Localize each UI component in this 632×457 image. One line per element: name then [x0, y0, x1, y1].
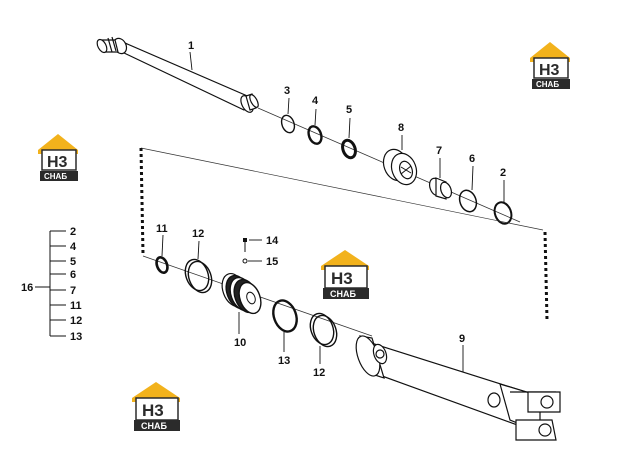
kit-item: 6 — [70, 269, 76, 281]
callout-15: 15 — [266, 256, 278, 268]
callout-4: 4 — [312, 95, 319, 107]
set-screw-14 — [243, 238, 247, 252]
guide-head — [382, 148, 418, 186]
piston-rod — [96, 36, 259, 113]
svg-text:H3: H3 — [47, 154, 68, 171]
callout-7: 7 — [436, 145, 442, 157]
svg-text:H3: H3 — [331, 269, 353, 288]
callout-12-lower: 12 — [313, 367, 325, 379]
assembly-connector — [139, 147, 549, 337]
kit-item: 4 — [70, 241, 77, 253]
callout-9: 9 — [459, 333, 465, 345]
seal-ring-6 — [458, 189, 478, 213]
svg-text:H3: H3 — [142, 401, 164, 420]
kit-item: 7 — [70, 285, 76, 297]
seal-ring-5 — [341, 138, 357, 160]
bushing-7 — [428, 177, 453, 200]
ball-15 — [242, 258, 248, 264]
svg-text:H3: H3 — [539, 62, 560, 79]
callout-5: 5 — [346, 104, 352, 116]
callout-2: 2 — [500, 167, 506, 179]
kit-label: 16 — [21, 282, 33, 294]
callout-8: 8 — [398, 122, 404, 134]
seal-ring-11 — [155, 255, 169, 275]
seal-ring-3 — [280, 114, 296, 134]
kit-item: 11 — [70, 300, 82, 312]
cylinder-tube — [355, 335, 561, 441]
watermark-logo: H3 CHAБ — [38, 134, 78, 181]
seal-ring-2 — [493, 201, 513, 225]
watermark-logo: H3 CHAБ — [530, 42, 570, 89]
callout-10: 10 — [234, 337, 246, 349]
seal-ring-4 — [307, 125, 323, 145]
callout-11: 11 — [156, 223, 168, 235]
svg-text:CHAБ: CHAБ — [330, 289, 356, 299]
callout-1: 1 — [188, 40, 194, 52]
callout-13: 13 — [278, 355, 290, 367]
callout-6: 6 — [469, 153, 475, 165]
svg-text:CHAБ: CHAБ — [536, 80, 559, 89]
wear-ring-12a — [184, 258, 213, 294]
watermark-logo: H3 CHAБ — [321, 250, 369, 299]
callout-12-upper: 12 — [192, 228, 204, 240]
callout-3: 3 — [284, 85, 290, 97]
watermark-logo: H3 CHAБ — [132, 382, 180, 431]
kit-item: 2 — [70, 226, 76, 238]
svg-text:CHAБ: CHAБ — [44, 172, 67, 181]
kit-16-bracket — [35, 230, 66, 337]
kit-item: 5 — [70, 256, 76, 268]
piston — [221, 272, 262, 315]
svg-text:CHAБ: CHAБ — [141, 421, 167, 431]
seal-ring-13 — [272, 299, 298, 333]
kit-item: 12 — [70, 315, 82, 327]
callout-14: 14 — [266, 235, 279, 247]
wear-ring-12b — [309, 312, 338, 348]
kit-item: 13 — [70, 331, 82, 343]
